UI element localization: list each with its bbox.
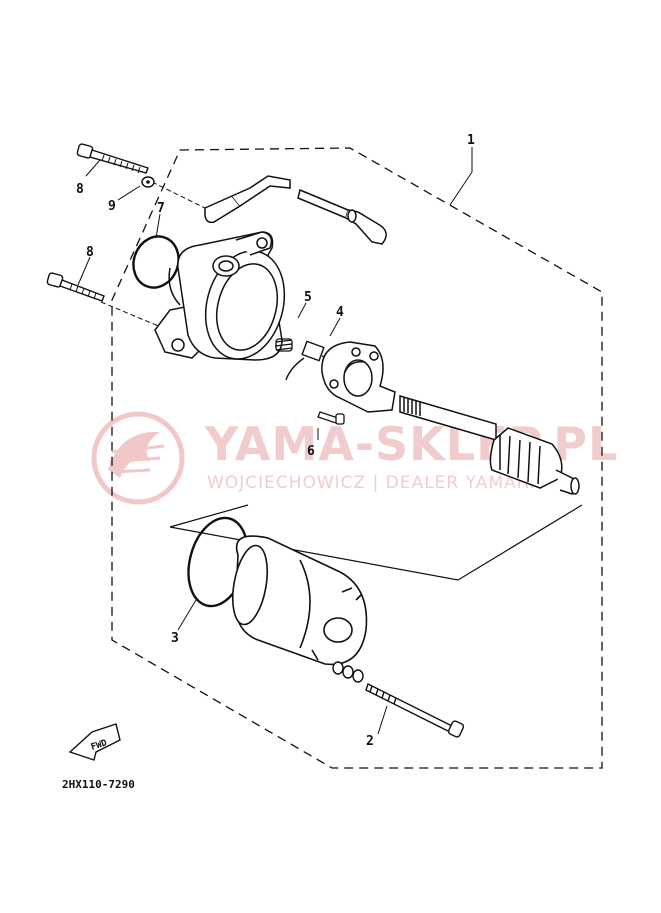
brush-plate <box>321 341 396 413</box>
leader-lines <box>77 147 473 735</box>
motor-yoke <box>231 535 368 666</box>
through-bolt <box>365 683 465 738</box>
leader-line-8a <box>85 159 101 177</box>
callout-9: 9 <box>108 199 116 214</box>
callout-3: 3 <box>171 631 179 646</box>
leader-line-3 <box>177 599 197 631</box>
callout-8-lower: 8 <box>86 245 94 260</box>
leader-line-4 <box>329 317 341 337</box>
callout-1: 1 <box>467 133 475 148</box>
upper-bolt <box>76 143 149 174</box>
brush-spring <box>274 338 293 352</box>
fwd-label: FWD <box>90 738 109 753</box>
wire-lead <box>204 175 387 245</box>
lower-bolt <box>46 272 105 302</box>
leader-line-1 <box>449 147 473 206</box>
callout-8-upper: 8 <box>76 182 84 197</box>
armature-frame <box>169 504 583 581</box>
watermark-subtitle: WOJCIECHOWICZ | DEALER YAMAHA <box>207 473 543 493</box>
leader-line-2 <box>377 705 388 735</box>
leader-line-9 <box>117 185 141 201</box>
leader-line-7 <box>155 213 161 239</box>
callout-6: 6 <box>307 444 315 459</box>
leader-line-5 <box>297 302 307 319</box>
catalog-code: 2HX110-7290 <box>62 778 135 791</box>
o-ring-small <box>132 235 180 289</box>
bolt-axis-line <box>100 301 169 331</box>
part-callouts: 1 2 3 4 5 6 7 8 8 9 <box>76 133 475 749</box>
screw <box>317 411 345 425</box>
washer <box>141 176 155 188</box>
callout-7: 7 <box>157 201 165 216</box>
callout-4: 4 <box>336 305 344 320</box>
callout-5: 5 <box>304 290 312 305</box>
bolt-washers <box>332 661 364 683</box>
leader-line-8b <box>77 256 91 286</box>
assembly-dashed-outline <box>111 147 603 769</box>
fwd-arrow-icon: FWD <box>68 723 121 761</box>
brush-holder <box>285 340 335 381</box>
callout-2: 2 <box>366 734 374 749</box>
armature <box>399 395 580 495</box>
bolt-axis-line-2 <box>151 181 206 209</box>
front-cover <box>154 231 286 361</box>
watermark-logo-icon <box>91 411 185 505</box>
